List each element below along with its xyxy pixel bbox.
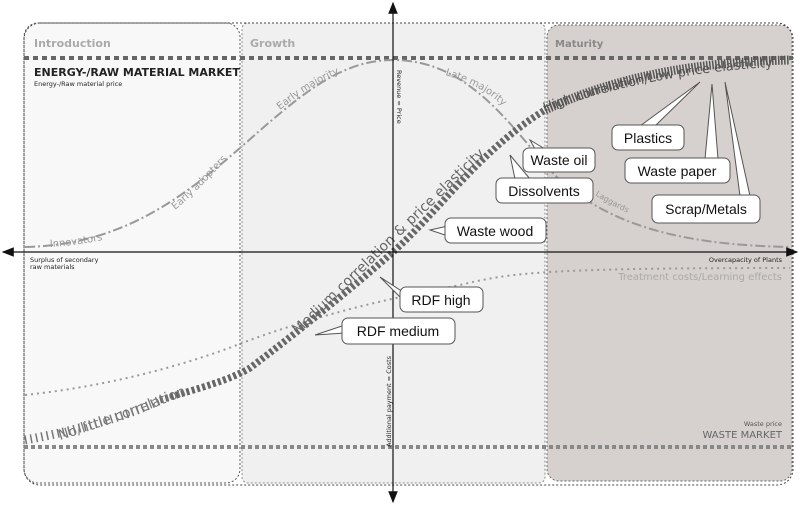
callout-rdf-high: RDF high (399, 286, 484, 313)
svg-text:Waste wood: Waste wood (457, 223, 534, 239)
treatment-costs-label: Treatment costs/Learning effects (617, 272, 782, 283)
svg-text:RDF high: RDF high (411, 292, 470, 308)
waste-paper-pointer (704, 83, 719, 160)
rdf-medium-pointer (314, 324, 346, 336)
treatment-cost-curve (24, 267, 791, 396)
surplus-label-2: raw materials (30, 263, 75, 271)
additional-payment-label: Additional payment = Costs (385, 355, 393, 447)
waste-market-title: WASTE MARKET (702, 430, 782, 441)
phase-maturity-label: Maturity (555, 39, 604, 50)
svg-text:Dissolvents: Dissolvents (508, 183, 580, 199)
raw-material-market-title: ENERGY-/RAW MATERIAL MARKET (34, 66, 240, 79)
raw-material-price-label: Energy-/Raw material price (34, 80, 122, 88)
revenue-price-label: Revenue = Price (395, 70, 403, 124)
phase-growth-label: Growth (250, 37, 295, 50)
svg-text:Waste oil: Waste oil (530, 152, 587, 168)
waste-wood-pointer (428, 225, 449, 237)
medium-correlation-curve (158, 107, 547, 404)
overcapacity-label: Overcapacity of Plants (709, 256, 783, 264)
callout-waste-paper: Waste paper (624, 157, 731, 184)
phase-introduction-label: Introduction (34, 37, 111, 50)
callout-waste-wood: Waste wood (444, 217, 547, 244)
callout-waste-oil: Waste oil (522, 147, 596, 173)
surplus-label-1: Surplus of secondary (30, 256, 99, 264)
dissolvents-pointer (509, 154, 531, 180)
phase-maturity-area (546, 24, 793, 482)
svg-text:Plastics: Plastics (624, 130, 672, 146)
callout-scrap-metals: Scrap/Metals (651, 194, 761, 224)
scrap-metals-pointer (724, 81, 751, 197)
plastics-pointer (639, 81, 701, 127)
callout-plastics: Plastics (611, 124, 685, 151)
svg-text:RDF medium: RDF medium (357, 323, 439, 339)
rdf-high-pointer (379, 276, 404, 301)
waste-oil-pointer (528, 138, 546, 150)
waste-price-label: Waste price (744, 420, 782, 428)
callout-rdf-medium: RDF medium (341, 317, 456, 345)
callout-dissolvents: Dissolvents (495, 177, 594, 204)
svg-text:Scrap/Metals: Scrap/Metals (665, 201, 747, 217)
svg-text:Waste paper: Waste paper (638, 163, 717, 179)
high-correlation-curve (543, 55, 791, 115)
